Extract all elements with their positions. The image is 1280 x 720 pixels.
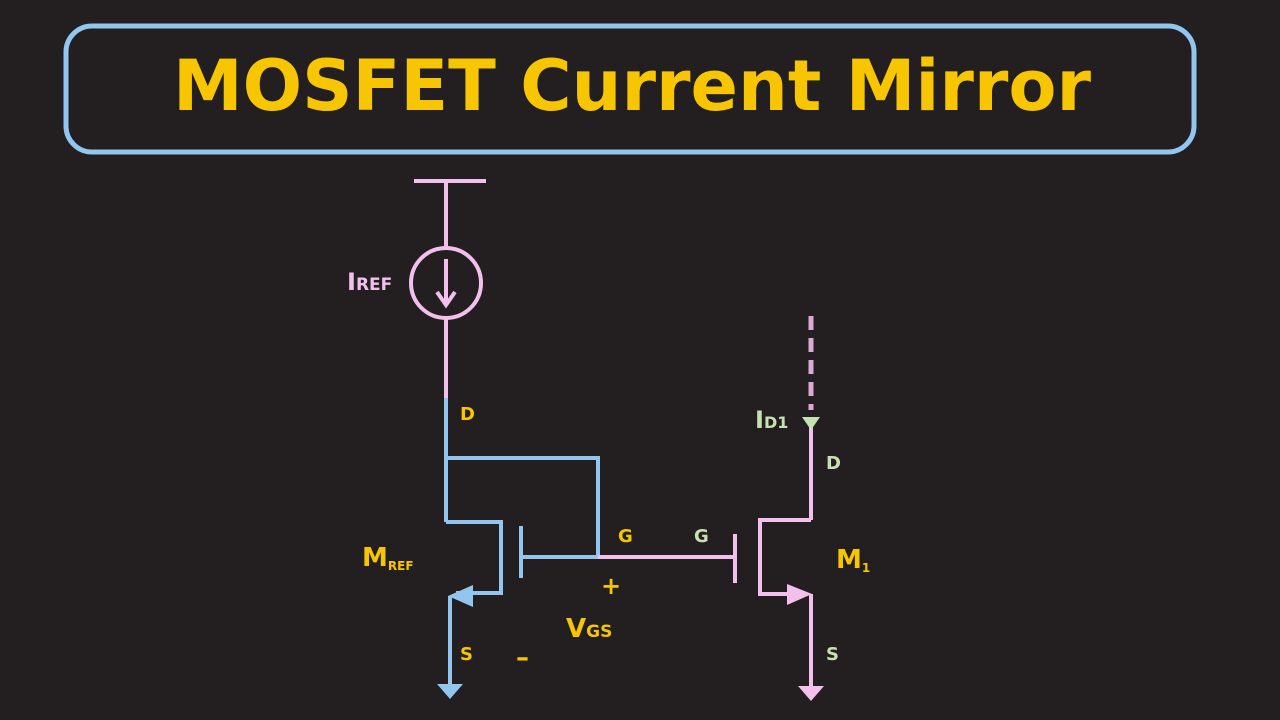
ref-ground-arrow-icon <box>437 684 463 699</box>
m1-channel <box>758 518 811 596</box>
id1-arrow-icon <box>802 417 820 430</box>
ref-gate-label: G <box>618 526 633 547</box>
title: MOSFET Current Mirror <box>173 45 1092 127</box>
id1-label: ID1 <box>755 406 788 434</box>
output-branch <box>598 316 814 688</box>
m1-ground-arrow-icon <box>798 686 824 701</box>
mref-label: MREF <box>362 543 414 573</box>
vgs-minus-label: – <box>516 643 529 673</box>
m1-source-label: S <box>826 644 839 665</box>
diode-connection-wire <box>446 456 600 557</box>
vgs-plus-label: + <box>601 572 621 600</box>
current-source-arrowhead <box>435 290 457 309</box>
m1-drain-label: D <box>826 453 841 474</box>
mref-channel <box>446 520 503 595</box>
m1-label: M1 <box>836 545 870 575</box>
ref-drain-label: D <box>460 404 475 425</box>
title-box <box>63 23 1197 155</box>
m1-gate-label: G <box>694 526 709 547</box>
mref-source-arrow-icon <box>448 585 473 607</box>
vgs-label: VGS <box>566 614 612 644</box>
iref-label: IREF <box>347 268 392 296</box>
m1-source-arrow-icon <box>787 584 812 605</box>
ref-source-label: S <box>460 644 473 665</box>
reference-branch <box>409 179 600 686</box>
